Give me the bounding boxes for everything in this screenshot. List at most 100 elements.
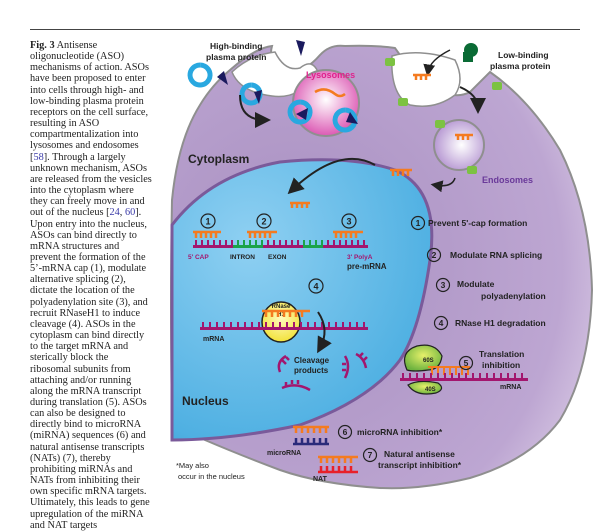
strand-tick xyxy=(303,240,305,246)
strand-tick xyxy=(444,373,446,379)
endosome xyxy=(433,119,485,171)
step-3: 3 Modulate polyadenylation xyxy=(435,277,546,301)
nucleus-label: Nucleus xyxy=(182,394,229,408)
svg-text:3: 3 xyxy=(441,280,446,290)
strand-tick xyxy=(243,240,245,246)
translation-mrna xyxy=(400,373,528,381)
citation-link[interactable]: 60 xyxy=(124,207,136,219)
step-3-text-2: polyadenylation xyxy=(481,291,546,301)
pre-mrna-strand xyxy=(193,240,368,248)
step-4-text: RNase H1 degradation xyxy=(455,318,546,328)
strand-tick xyxy=(363,240,365,246)
strand-tick xyxy=(507,373,509,379)
rnase-h1-label: H1 xyxy=(277,312,285,318)
strand-tick xyxy=(230,322,232,328)
strand-tick xyxy=(314,322,316,328)
top-rule xyxy=(30,29,580,30)
marker-4: 4 xyxy=(308,278,324,294)
products-label: products xyxy=(294,366,329,375)
strand-tick xyxy=(328,322,330,328)
low-binding-protein-complex xyxy=(385,43,502,174)
svg-text:3: 3 xyxy=(346,217,351,227)
ribosome-60s-label: 60S xyxy=(423,358,434,364)
nat-duplex xyxy=(318,455,358,474)
strand-tick xyxy=(249,240,251,246)
footnote-line-1: *May also xyxy=(176,461,209,470)
mrna-label: mRNA xyxy=(203,336,224,343)
step-7-text-2: transcript inhibition* xyxy=(378,460,462,470)
step-2-text: Modulate RNA splicing xyxy=(450,250,542,260)
strand-tick xyxy=(213,240,215,246)
step-6-text: microRNA inhibition* xyxy=(357,427,443,437)
strand-tick xyxy=(514,373,516,379)
step-6: 6 microRNA inhibition* xyxy=(337,424,443,440)
svg-text:1: 1 xyxy=(205,217,210,227)
caption-text-4: ]. Upon entry into the nucleus, ASOs can… xyxy=(30,207,150,531)
strand-tick xyxy=(285,240,287,246)
strand-tick xyxy=(307,322,309,328)
strand-tick xyxy=(300,322,302,328)
strand-tick xyxy=(209,322,211,328)
strand-tick xyxy=(402,373,404,379)
strand-tick xyxy=(409,373,411,379)
strand-tick xyxy=(430,373,432,379)
pre-mrna-asos xyxy=(193,230,363,238)
intron-label: INTRON xyxy=(230,254,255,261)
strand-tick xyxy=(423,373,425,379)
low-binding-label: Low-binding xyxy=(498,50,549,60)
high-binding-protein-complex xyxy=(187,40,358,133)
translation-mrna-label: mRNA xyxy=(500,384,521,391)
strand-tick xyxy=(267,240,269,246)
microrna-label: microRNA xyxy=(267,450,301,457)
step-3-text: Modulate xyxy=(457,279,495,289)
cap-label: 5' CAP xyxy=(188,254,209,261)
strand-tick xyxy=(223,322,225,328)
caption-text-3: , xyxy=(119,207,125,219)
low-binding-label-2: plasma protein xyxy=(490,61,550,71)
caption-text-2: ]. Through a largely unknown mechanism, … xyxy=(30,151,152,219)
step-5-text-2: inhibition xyxy=(482,360,520,370)
strand-tick xyxy=(451,373,453,379)
strand-tick xyxy=(201,240,203,246)
polya-label: 3' PolyA xyxy=(347,254,373,261)
strand-tick xyxy=(333,240,335,246)
translation-aso xyxy=(428,366,470,375)
strand-tick xyxy=(349,322,351,328)
strand-tick xyxy=(272,322,274,328)
high-binding-label: High-binding xyxy=(210,41,262,51)
marker-1: 1 xyxy=(200,213,216,229)
svg-text:4: 4 xyxy=(439,318,444,328)
uptake-arrow-low xyxy=(459,86,486,114)
cleavage-arrow xyxy=(317,311,332,354)
strand-tick xyxy=(231,240,233,246)
exchange-arrow xyxy=(423,49,451,77)
strand-tick xyxy=(309,240,311,246)
ribosome-40s xyxy=(407,380,443,395)
strand-tick xyxy=(258,322,260,328)
strand-tick xyxy=(291,240,293,246)
svg-text:2: 2 xyxy=(261,217,266,227)
strand-tick xyxy=(219,240,221,246)
cleavage-products xyxy=(277,352,368,392)
svg-text:5: 5 xyxy=(464,358,469,368)
strand-tick xyxy=(335,322,337,328)
strand-tick xyxy=(327,240,329,246)
strand-tick xyxy=(273,240,275,246)
svg-text:6: 6 xyxy=(343,427,348,437)
mrna-strand xyxy=(200,322,368,330)
strand-tick xyxy=(357,240,359,246)
strand-tick xyxy=(458,373,460,379)
footnote-line-2: occur in the nucleus xyxy=(178,472,245,481)
citation-link[interactable]: 58 xyxy=(33,151,44,163)
strand-tick xyxy=(251,322,253,328)
nat-label: NAT xyxy=(313,476,328,483)
marker-3: 3 xyxy=(341,213,357,229)
strand-tick xyxy=(339,240,341,246)
citation-link[interactable]: 24 xyxy=(109,207,120,219)
rnase-aso xyxy=(262,309,310,317)
strand-tick xyxy=(297,240,299,246)
strand-tick xyxy=(493,373,495,379)
endosomes-label: Endosomes xyxy=(482,175,533,185)
uptake-arrow-high xyxy=(239,94,271,128)
step-1: 1 Prevent 5'-cap formation xyxy=(410,215,527,231)
